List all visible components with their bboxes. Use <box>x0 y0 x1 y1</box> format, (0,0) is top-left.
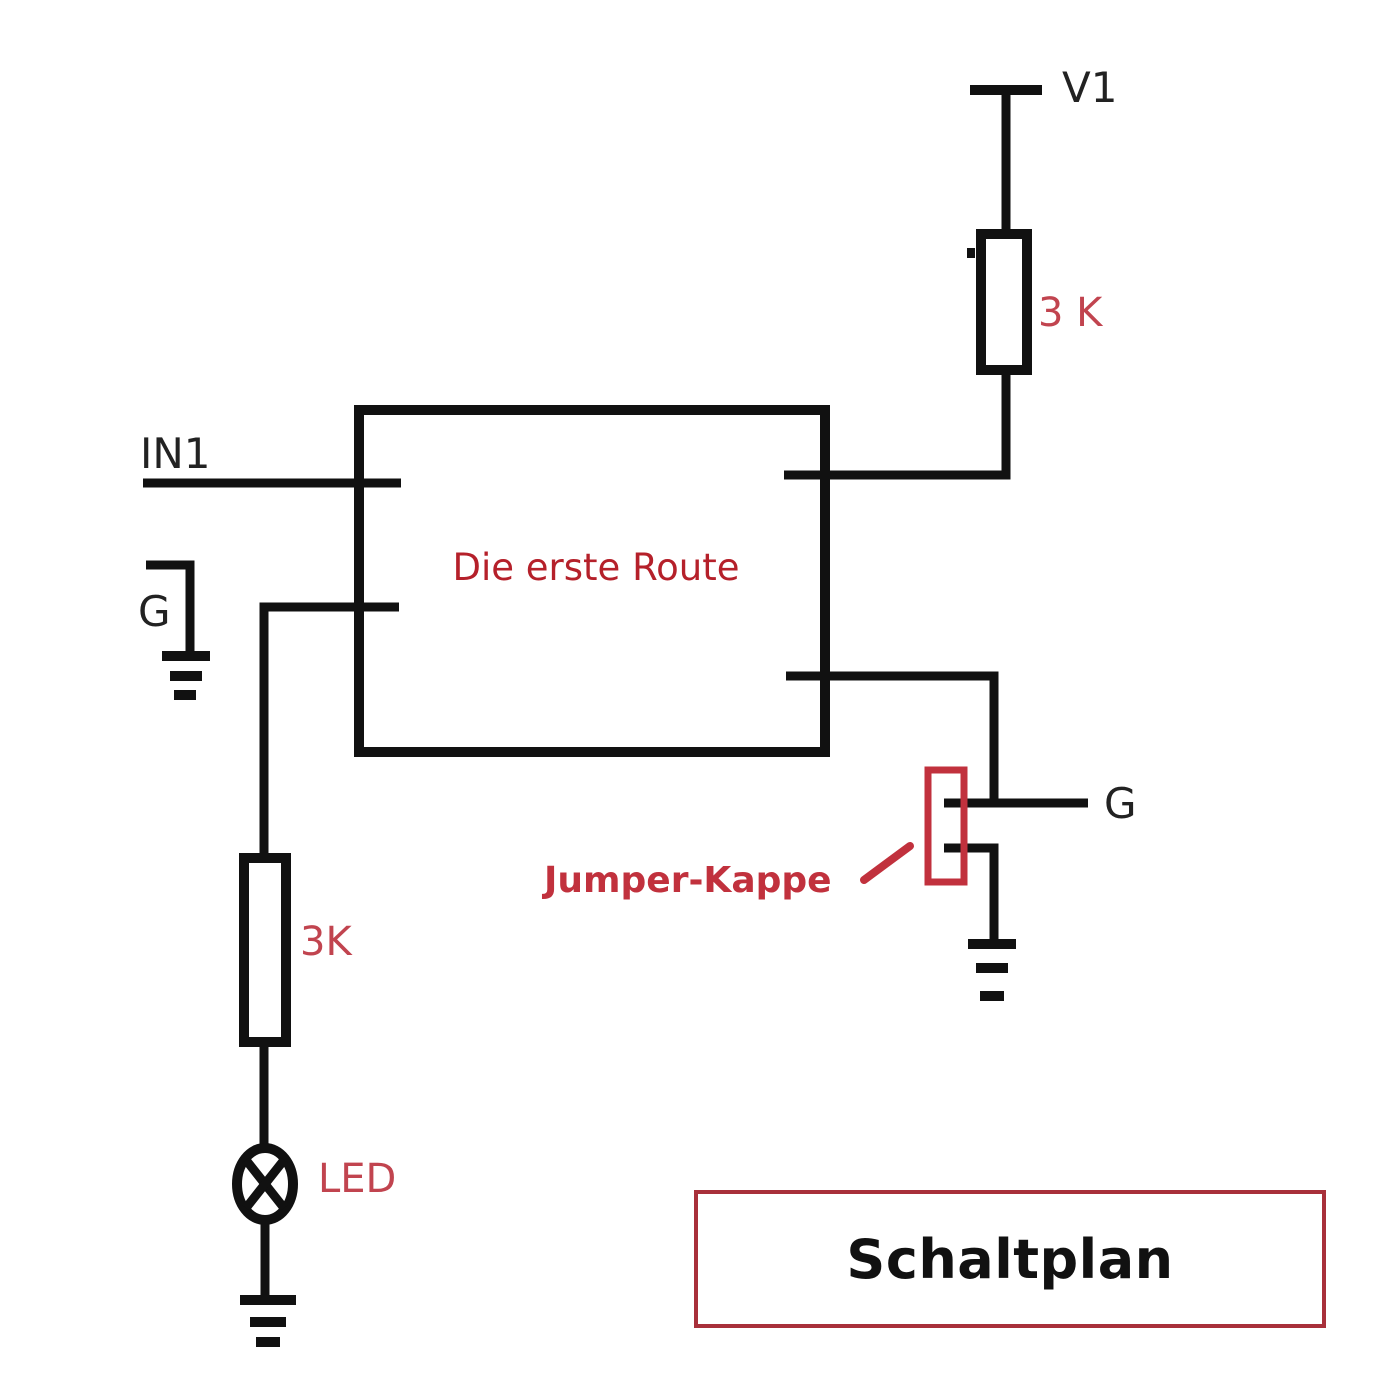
jumper-ground-wire <box>944 843 999 942</box>
led-cross-2 <box>242 1157 288 1211</box>
caption-box: Schaltplan <box>694 1190 1326 1328</box>
in1-label: IN1 <box>140 429 211 478</box>
module-label: Die erste Route <box>453 546 740 589</box>
g-right-label: G <box>1104 779 1137 828</box>
module-box <box>354 405 830 757</box>
jumper-cap <box>924 766 968 886</box>
v1-label: V1 <box>1062 63 1117 112</box>
resistor-top <box>976 229 1032 375</box>
jumper-pointer <box>860 842 914 884</box>
resistor-bottom <box>239 853 291 1047</box>
g-left-wire <box>146 560 195 654</box>
resistor-top-tick <box>967 248 975 258</box>
jumper-label: Jumper-Kappe <box>541 860 832 901</box>
caption-text: Schaltplan <box>846 1227 1174 1291</box>
resistor-top-label: 3 K <box>1038 290 1104 336</box>
resistor-bottom-label: 3K <box>300 919 353 965</box>
g-left-label: G <box>138 587 171 636</box>
led-label: LED <box>318 1156 396 1202</box>
output-wire-bottom <box>786 671 999 803</box>
led-branch-wire <box>259 602 399 858</box>
output-wire-top <box>784 370 1011 480</box>
